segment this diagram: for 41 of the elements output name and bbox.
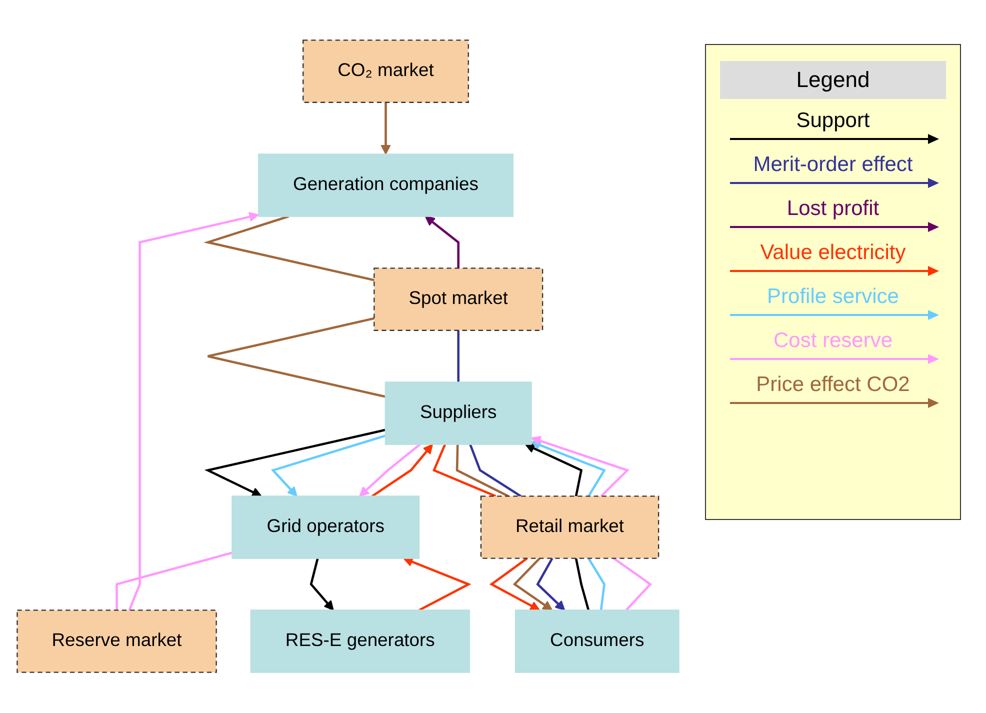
arrow — [270, 434, 386, 497]
arrow — [536, 558, 566, 611]
connector — [456, 444, 509, 498]
legend-label: Merit-order effect — [752, 153, 914, 177]
node-box: Spot market — [374, 268, 544, 332]
arrow — [403, 557, 472, 612]
connector — [469, 444, 522, 498]
arrow — [359, 444, 421, 497]
legend-label: Lost profit — [786, 197, 880, 221]
legend-title: Legend — [720, 61, 946, 99]
arrow — [530, 436, 630, 498]
connector — [588, 558, 606, 611]
connector — [203, 216, 374, 282]
node-box: CO₂ market — [302, 40, 469, 104]
arrow — [530, 440, 606, 497]
connector — [206, 318, 386, 398]
connector — [457, 330, 460, 382]
node-box: Reserve market — [16, 610, 217, 674]
legend-label: Price effect CO2 — [755, 373, 911, 397]
arrow — [524, 444, 583, 497]
node-box: Consumers — [514, 610, 680, 674]
arrow — [310, 558, 334, 611]
node-box: Grid operators — [232, 496, 420, 560]
node-box: Generation companies — [258, 154, 514, 218]
arrow — [424, 216, 460, 268]
legend-label: Profile service — [766, 285, 900, 309]
node-box: Retail market — [480, 496, 660, 560]
legend-label: Support — [795, 109, 871, 133]
connector — [574, 558, 590, 611]
arrow — [372, 444, 433, 498]
arrow — [380, 102, 391, 155]
arrow — [489, 558, 540, 611]
arrow — [128, 212, 259, 611]
node-box: RES-E generators — [250, 610, 470, 674]
arrow — [512, 558, 553, 611]
arrow — [204, 428, 386, 497]
node-box: Suppliers — [384, 382, 532, 446]
legend-label: Value electricity — [759, 241, 907, 265]
connector — [432, 444, 496, 498]
legend-label: Cost reserve — [772, 329, 894, 353]
connector — [116, 552, 232, 610]
